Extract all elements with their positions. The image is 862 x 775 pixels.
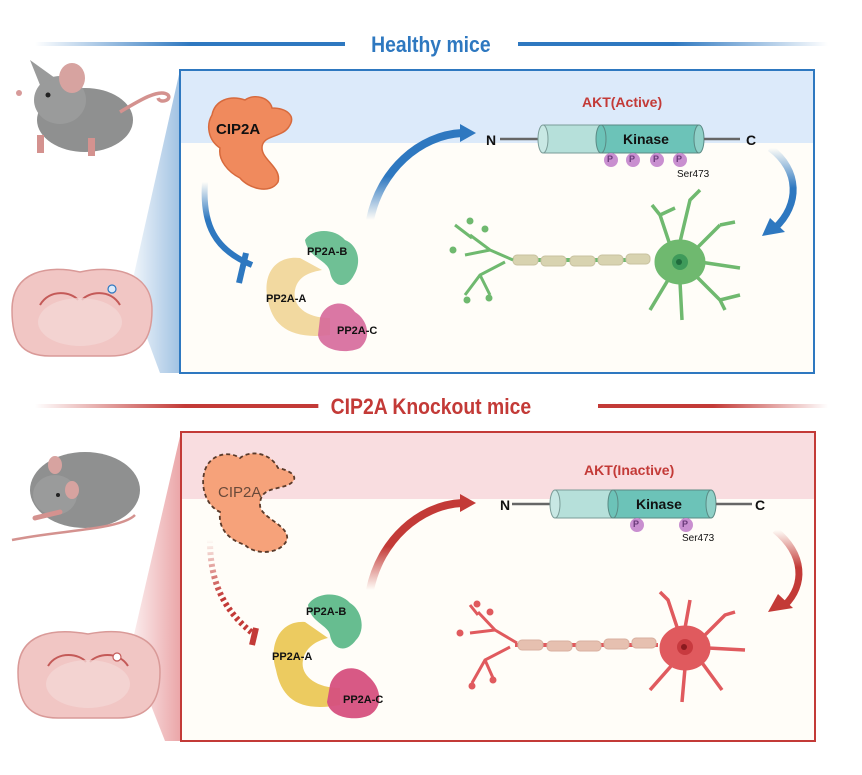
knockout-mouse-illustration [11, 452, 140, 542]
healthy-phospho-1 [604, 153, 618, 167]
healthy-cip2a-label: CIP2A [216, 121, 261, 138]
healthy-n-terminus-label: N [486, 132, 497, 148]
knockout-cip2a-label: CIP2A [218, 484, 262, 501]
healthy-pp2a-c [318, 303, 368, 352]
knockout-downstream-arrowhead [768, 594, 793, 612]
healthy-section-title: Healthy mice [0, 32, 862, 58]
healthy-pp2a-a-label: PP2A-A [266, 293, 307, 305]
knockout-ser473-label: Ser473 [682, 533, 715, 544]
knockout-phospho-label-2: P [682, 519, 689, 529]
healthy-phospho-label-4: P [676, 154, 683, 164]
healthy-neuron [449, 188, 741, 321]
knockout-pp2a-a [273, 621, 340, 707]
knockout-activation-arrowhead [460, 494, 476, 512]
healthy-phospho-label-3: P [653, 154, 660, 164]
healthy-downstream-arrow [767, 145, 797, 231]
healthy-inhibition-arrow [201, 181, 254, 268]
healthy-phospho-2 [626, 153, 640, 167]
knockout-neuron [456, 590, 746, 703]
knockout-title-text: CIP2A Knockout mice [318, 394, 544, 420]
knockout-akt-regulatory-domain [554, 489, 614, 519]
healthy-ser473-label: Ser473 [677, 169, 710, 180]
healthy-akt-state-label: AKT(Active) [582, 94, 663, 110]
knockout-rule-right [598, 404, 828, 408]
knockout-akt-kinase-domain [612, 489, 712, 519]
knockout-n-terminus-label: N [500, 497, 511, 513]
knockout-panel-band [182, 433, 814, 499]
healthy-akt-kinase-domain [600, 124, 700, 154]
knockout-cip2a-protein [202, 452, 296, 553]
knockout-akt-state-label: AKT(Inactive) [584, 462, 675, 478]
knockout-inhibition-arrow [207, 539, 257, 638]
knockout-brain-slice [17, 631, 161, 719]
healthy-brain-slice [11, 268, 153, 357]
knockout-pp2a-c-label: PP2A-C [343, 694, 384, 706]
knockout-phospho-label-1: P [633, 519, 640, 529]
knockout-phospho-1 [630, 518, 644, 532]
knockout-c-terminus-label: C [755, 497, 766, 513]
healthy-rule-left [35, 42, 345, 46]
knockout-phospho-2 [679, 518, 693, 532]
healthy-rule-right [518, 42, 828, 46]
knockout-pp2a-a-label: PP2A-A [272, 651, 313, 663]
healthy-pp2a-b-label: PP2A-B [307, 246, 348, 258]
healthy-pp2a-b [305, 231, 359, 286]
knockout-pp2a-b-label: PP2A-B [306, 606, 347, 618]
healthy-pp2a-a [266, 257, 330, 336]
knockout-rule-left [35, 404, 335, 408]
healthy-title-text: Healthy mice [358, 32, 504, 58]
healthy-panel-band [181, 71, 813, 143]
healthy-kinase-label: Kinase [623, 131, 669, 147]
healthy-activation-arrowhead [460, 124, 476, 142]
healthy-phospho-label-2: P [629, 154, 636, 164]
healthy-phospho-3 [650, 153, 664, 167]
healthy-downstream-arrowhead [762, 218, 785, 236]
healthy-activation-arrow [366, 129, 463, 221]
healthy-pp2a-c-label: PP2A-C [337, 325, 378, 337]
healthy-cip2a-protein [207, 96, 293, 190]
knockout-downstream-arrow [772, 527, 803, 608]
knockout-pp2a-c [327, 668, 380, 719]
healthy-inhibition-bar [236, 252, 249, 284]
knockout-pp2a-b [308, 594, 362, 649]
knockout-kinase-label: Kinase [636, 496, 682, 512]
knockout-activation-arrow [366, 499, 463, 591]
healthy-phospho-4 [673, 153, 687, 167]
healthy-c-terminus-label: C [746, 132, 757, 148]
healthy-phospho-label-1: P [607, 154, 614, 164]
healthy-mouse-illustration [16, 60, 171, 156]
knockout-inhibition-bar [249, 627, 259, 646]
knockout-section-title: CIP2A Knockout mice [0, 394, 862, 420]
